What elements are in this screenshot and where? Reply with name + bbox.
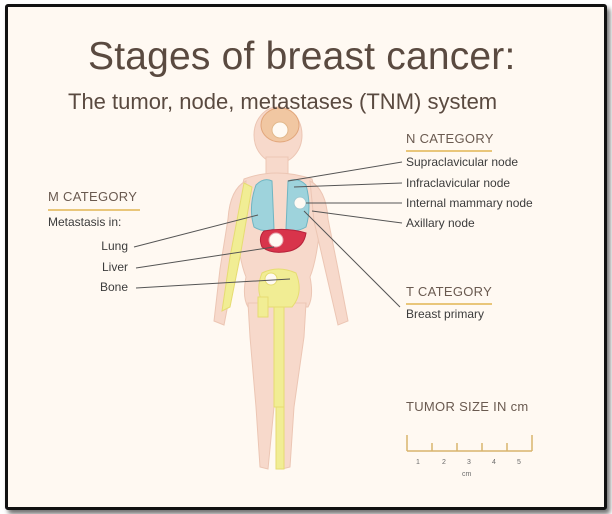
left-lung-shape (250, 179, 275, 232)
m-category-rule (48, 209, 140, 211)
leader-infraclavicular (293, 182, 403, 188)
t-category-rule (406, 303, 492, 305)
anatomy-illustration (133, 106, 533, 470)
tumor-size-ruler (406, 435, 533, 452)
leader-axillary (311, 210, 403, 224)
leader-lines (133, 161, 403, 308)
leader-bone (135, 278, 291, 289)
m-category-intro: Metastasis in: (48, 215, 122, 229)
slide-subtitle: The tumor, node, metastases (TNM) system (68, 89, 498, 114)
tick-label-4: 4 (492, 459, 496, 466)
tick-label-2: 2 (442, 459, 446, 466)
bone-marker (264, 272, 278, 286)
tumor-size-heading: TUMOR SIZE IN cm (406, 399, 529, 414)
brain-marker (271, 121, 289, 139)
tick-label-1: 1 (416, 459, 420, 466)
label-infraclavicular-node: Infraclavicular node (406, 176, 511, 190)
skeleton-bones (221, 182, 300, 470)
label-axillary-node: Axillary node (406, 216, 475, 230)
slide-title: Stages of breast cancer: (88, 35, 516, 78)
t-category-heading: T CATEGORY (406, 284, 493, 299)
label-liver: Liver (101, 260, 128, 274)
leader-liver (135, 246, 275, 269)
n-category-heading: N CATEGORY (406, 131, 494, 146)
tick-unit-label: cm (462, 471, 472, 478)
tick-label-5: 5 (517, 459, 521, 466)
label-supraclavicular-node: Supraclavicular node (406, 155, 519, 169)
label-bone: Bone (99, 280, 128, 294)
label-lung: Lung (101, 239, 128, 253)
leader-breast-primary (303, 210, 401, 308)
leader-lung (133, 214, 259, 248)
liver-marker (268, 232, 284, 248)
label-breast-primary: Breast primary (406, 307, 485, 321)
n-category-rule (406, 150, 492, 152)
label-internal-mammary-node: Internal mammary node (406, 196, 533, 210)
tick-label-3: 3 (467, 459, 471, 466)
leader-supraclavicular (287, 161, 403, 182)
m-category-heading: M CATEGORY (48, 189, 138, 204)
breast-marker (293, 196, 307, 210)
slide: Stages of breast cancer: The tumor, node… (5, 4, 607, 510)
